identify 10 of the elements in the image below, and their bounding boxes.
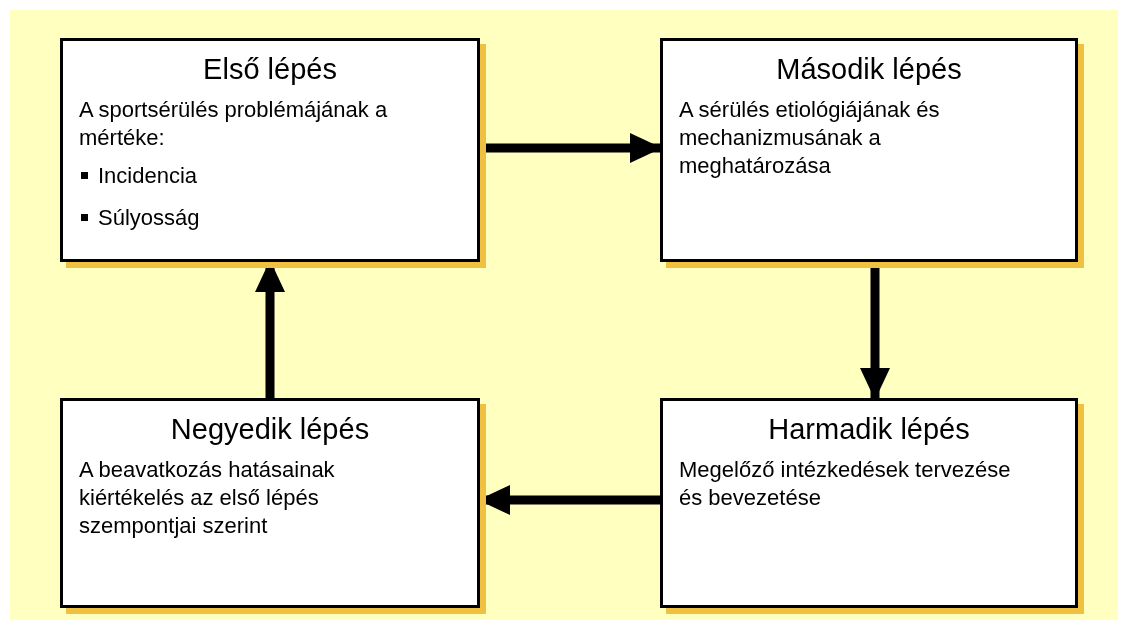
step-description: A sportsérülés problémájának a mértéke: [79,96,389,152]
step-title: Harmadik lépés [767,413,971,446]
step-title: Első lépés [202,53,338,86]
step-description: A sérülés etiológiájának és mechanizmusának a meghatározása [679,96,941,180]
bullet-item: Incidencia [79,162,417,190]
step-title: Negyedik lépés [169,413,371,446]
step-title: Második lépés [775,53,963,86]
bullet-item: Súlyosság [79,204,417,232]
step-description: Megelőző intézkedések tervezése és bevezetése [679,456,1012,512]
step-description: A beavatkozás hatásainak kiértékelés az első lépés szempontjai szerint [79,456,336,540]
